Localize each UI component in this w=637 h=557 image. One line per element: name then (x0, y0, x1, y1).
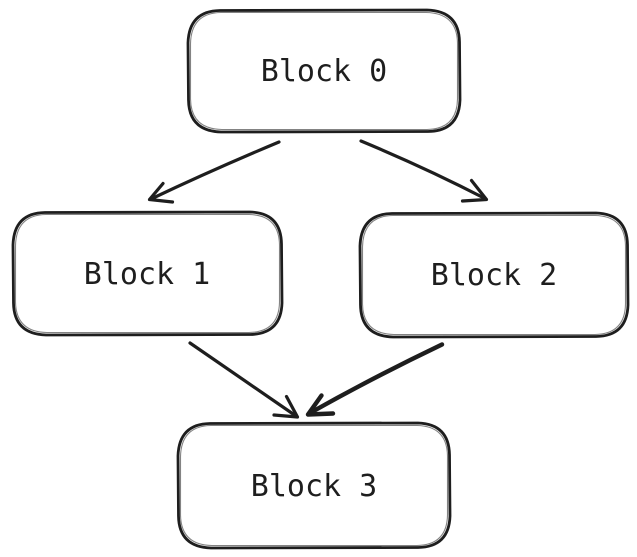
node-block-3-label: Block 3 (251, 469, 377, 504)
edge-block0-block1[interactable] (147, 140, 281, 204)
node-block-0-shape-echo (189, 11, 459, 131)
node-block-2-label: Block 2 (431, 258, 557, 293)
node-block-1-shape (11, 210, 284, 337)
node-block-0-shape (186, 8, 462, 134)
arrowhead-icon (305, 393, 336, 417)
node-block-1-label: Block 1 (84, 257, 210, 292)
node-block-3-shape-echo (179, 424, 449, 547)
node-block-2-shape-echo (361, 214, 627, 336)
node-block-2-shape (358, 211, 630, 339)
node-block-3-shape (176, 421, 452, 550)
node-block-3[interactable]: Block 3 (176, 421, 452, 550)
edge-block0-block2[interactable] (359, 139, 489, 203)
edge-block2-block3-line (307, 342, 445, 416)
edge-block1-block3-line (188, 341, 298, 418)
arrowhead-icon (147, 181, 175, 204)
node-block-0[interactable]: Block 0 (186, 8, 462, 134)
edge-block0-block2-line (359, 139, 487, 201)
node-block-1-shape-echo (14, 213, 281, 334)
node-block-2[interactable]: Block 2 (358, 211, 630, 339)
edge-block2-block3[interactable] (305, 342, 445, 417)
edge-block0-block1-line (149, 140, 281, 201)
arrowhead-icon (460, 178, 489, 203)
edge-block1-block3[interactable] (188, 341, 300, 419)
node-block-0-label: Block 0 (261, 54, 387, 89)
node-block-1[interactable]: Block 1 (11, 210, 284, 337)
arrowhead-icon (272, 394, 300, 419)
